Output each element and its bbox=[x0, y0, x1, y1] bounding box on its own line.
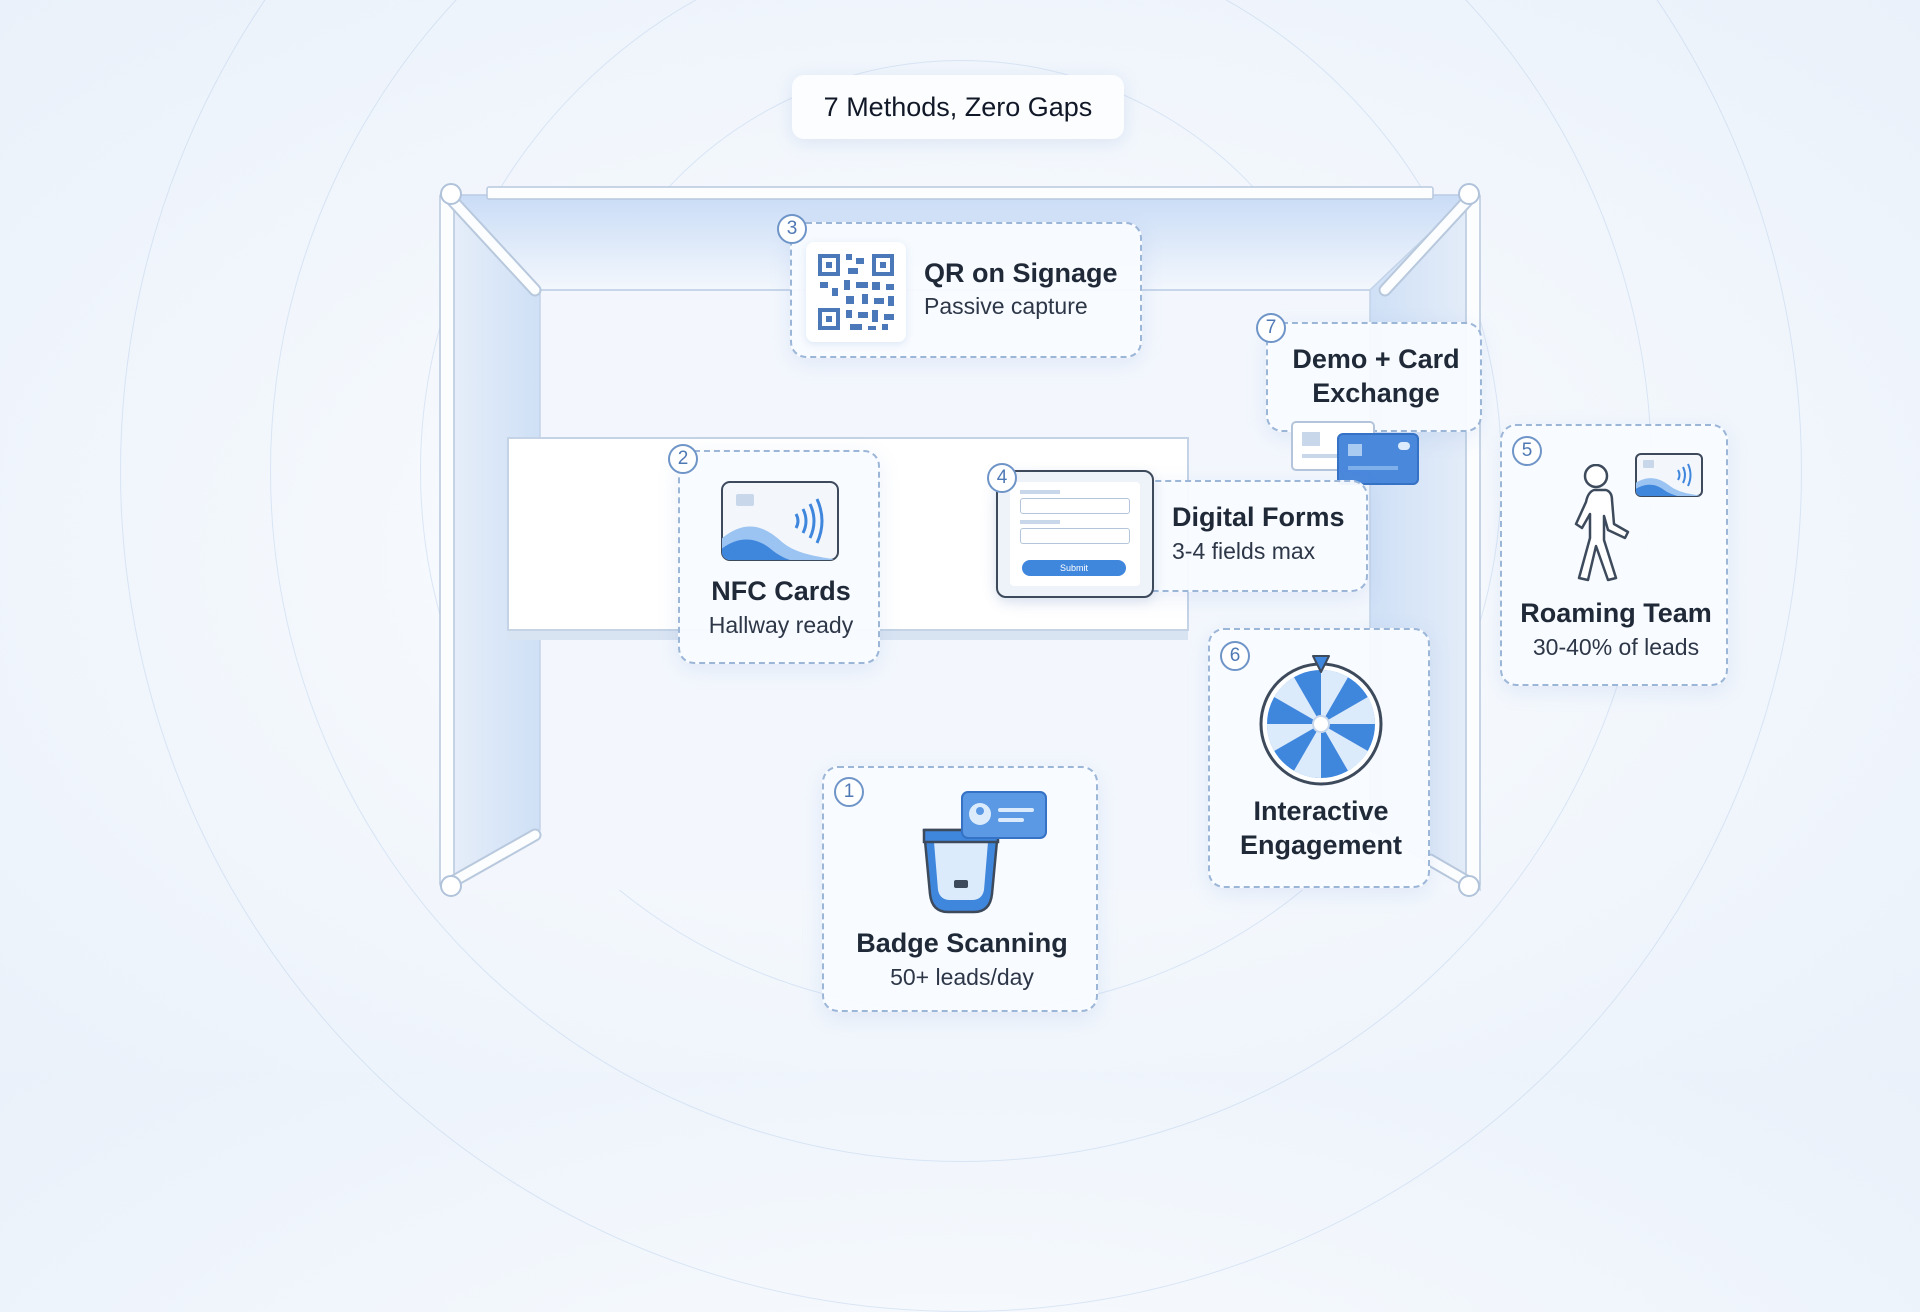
qr-code-icon bbox=[806, 242, 906, 342]
booth-joint bbox=[1458, 875, 1480, 897]
prize-wheel-icon bbox=[1256, 652, 1386, 793]
tablet-screen: Submit bbox=[1010, 482, 1140, 586]
diagram-canvas: 7 Methods, Zero Gaps bbox=[120, 0, 1802, 1312]
form-label bbox=[1020, 520, 1060, 524]
booth-brace bbox=[1380, 195, 1473, 295]
method-subtitle: Hallway ready bbox=[708, 612, 854, 638]
method-title: Digital Forms bbox=[1172, 502, 1345, 532]
method-subtitle: 50+ leads/day bbox=[890, 964, 1034, 990]
booth-right-post bbox=[1465, 192, 1481, 888]
method-card-qr-signage: QR on Signage Passive capture bbox=[790, 222, 1142, 358]
method-title-line: Engagement bbox=[1239, 830, 1403, 860]
method-card-badge-scanning: Badge Scanning 50+ leads/day bbox=[822, 766, 1098, 1012]
method-card-roaming-team: Roaming Team 30-40% of leads bbox=[1500, 424, 1728, 686]
diagram-title: 7 Methods, Zero Gaps bbox=[792, 75, 1124, 139]
method-card-interactive-engagement: Interactive Engagement bbox=[1208, 628, 1430, 888]
method-title: QR on Signage bbox=[924, 258, 1118, 288]
tablet-form-icon: Submit bbox=[996, 470, 1154, 598]
booth-brace bbox=[447, 830, 540, 887]
form-submit-button: Submit bbox=[1022, 560, 1126, 576]
method-number-badge: 1 bbox=[834, 777, 864, 807]
method-title: Badge Scanning bbox=[856, 928, 1068, 958]
form-field bbox=[1020, 528, 1130, 544]
booth-joint bbox=[440, 183, 462, 205]
method-title-line: Exchange bbox=[1312, 378, 1440, 408]
booth-top-rail bbox=[486, 186, 1434, 200]
method-number-badge: 5 bbox=[1512, 436, 1542, 466]
method-number-badge: 7 bbox=[1256, 313, 1286, 343]
method-number-badge: 4 bbox=[987, 463, 1017, 493]
method-card-nfc: NFC Cards Hallway ready bbox=[678, 450, 880, 664]
booth-joint bbox=[1458, 183, 1480, 205]
walking-person-icon bbox=[1570, 463, 1634, 589]
booth-joint bbox=[440, 875, 462, 897]
method-subtitle: 3-4 fields max bbox=[1172, 538, 1316, 564]
method-subtitle: Passive capture bbox=[924, 293, 1088, 319]
method-subtitle: 30-40% of leads bbox=[1532, 634, 1700, 660]
badge-scanner-icon bbox=[920, 790, 1050, 923]
method-title-line: Demo + Card bbox=[1292, 344, 1460, 374]
form-field bbox=[1020, 498, 1130, 514]
method-title: NFC Cards bbox=[711, 576, 851, 606]
nfc-card-icon bbox=[720, 480, 842, 569]
booth-brace bbox=[447, 195, 540, 295]
method-number-badge: 3 bbox=[777, 214, 807, 244]
method-number-badge: 6 bbox=[1220, 641, 1250, 671]
method-title: Roaming Team bbox=[1520, 598, 1712, 628]
method-number-badge: 2 bbox=[668, 444, 698, 474]
booth-left-post bbox=[439, 192, 455, 888]
form-label bbox=[1020, 490, 1060, 494]
method-card-demo-exchange: Demo + Card Exchange bbox=[1266, 322, 1482, 432]
method-title-line: Interactive bbox=[1253, 796, 1389, 826]
business-cards-icon bbox=[1290, 420, 1420, 486]
nfc-card-icon bbox=[1634, 452, 1704, 503]
